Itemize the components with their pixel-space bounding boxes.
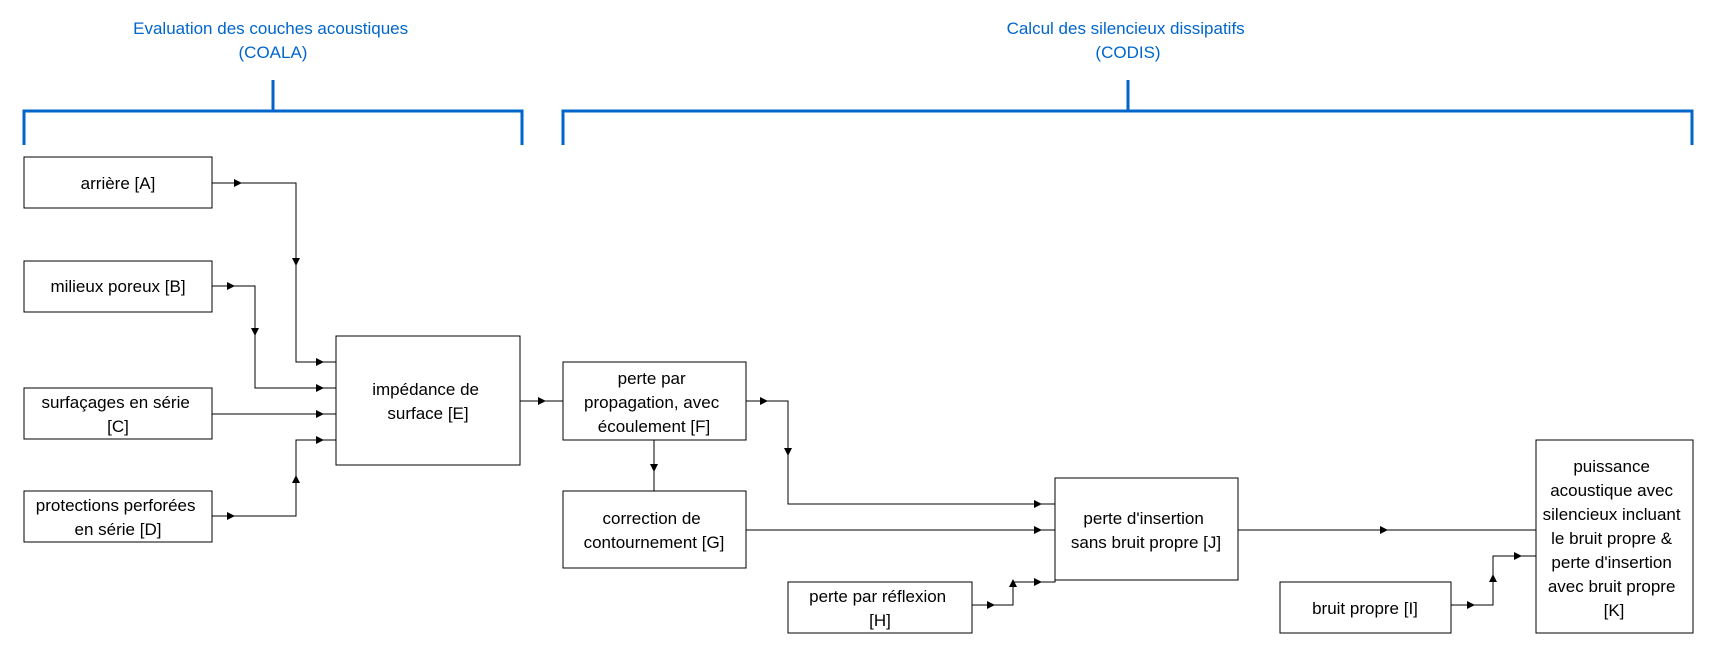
block-a-label: arrière [A] (81, 174, 156, 193)
bracket-coala (22, 80, 524, 145)
block-h-label-line1: perte par réflexion (809, 587, 946, 606)
arrowhead-right (1034, 526, 1042, 534)
connector-b-e (212, 285, 336, 389)
block-a: arrière [A] (23, 156, 213, 209)
block-b-label: milieux poreux [B] (50, 277, 185, 296)
header-coala-line1: Evaluation des couches acoustiques (133, 19, 408, 38)
block-f-label-line1: perte par (618, 369, 686, 388)
block-j: perte d'insertion sans bruit propre [J] (1054, 477, 1239, 581)
header-codis-line1: Calcul des silencieux dissipatifs (1007, 19, 1245, 38)
svg-text:arrière [A]: arrière [A] (81, 174, 156, 193)
arrowhead-right (1467, 601, 1475, 609)
arrowhead-right (316, 436, 324, 444)
arrowhead-right (760, 397, 768, 405)
block-h-label-line2: [H] (869, 611, 891, 630)
arrowhead-right (538, 397, 546, 405)
block-k-label-line4: le bruit propre & (1551, 529, 1673, 548)
arrowhead-up (1009, 579, 1017, 587)
arrowhead-right (227, 282, 235, 290)
arrowhead-right (1514, 552, 1522, 560)
block-i: bruit propre [I] (1279, 581, 1452, 634)
block-g: correction de contournement [G] (562, 490, 747, 569)
connector-a-e (212, 182, 336, 363)
block-k: puissance acoustique avec silencieux inc… (1535, 439, 1694, 634)
arrowhead-right (987, 601, 995, 609)
block-i-label: bruit propre [I] (1312, 599, 1418, 618)
block-d-label-line2: en série [D] (75, 520, 162, 539)
block-k-label-line5: perte d'insertion (1551, 553, 1671, 572)
arrowhead-down (251, 328, 259, 336)
header-codis-line2: (CODIS) (1095, 43, 1160, 62)
arrowhead-up (1489, 574, 1497, 582)
svg-text:perte d'insertion sans b: perte d'insertion sans bruit propre [J] (1071, 509, 1221, 552)
header-coala-line2: (COALA) (239, 43, 308, 62)
block-g-label-line1: correction de (602, 509, 700, 528)
arrowhead-right (316, 384, 324, 392)
block-f-label-line2: propagation, avec (584, 393, 720, 412)
arrowhead-right (316, 410, 324, 418)
arrowhead-right (1034, 500, 1042, 508)
block-d-label-line1: protections perforées (36, 496, 196, 515)
svg-text:milieux poreux [B]: milieux poreux [B] (50, 277, 185, 296)
svg-text:bruit propre [I]: bruit propre [I] (1312, 599, 1418, 618)
header-codis: Calcul des silencieux dissipatifs (CODIS… (1007, 19, 1250, 62)
block-f-label-line3: écoulement [F] (598, 417, 710, 436)
block-k-label-line3: silencieux incluant (1543, 505, 1681, 524)
arrowhead-up (292, 475, 300, 483)
block-e-label-line1: impédance de (372, 380, 479, 399)
arrowhead-right (316, 358, 324, 366)
arrowhead-down (650, 464, 658, 472)
svg-text:protections perforées en: protections perforées en série [D] (36, 496, 200, 539)
block-e: impédance de surface [E] (335, 335, 521, 466)
block-g-label-line2: contournement [G] (584, 533, 725, 552)
block-c: surfaçages en série [C] (23, 387, 213, 440)
bracket-codis (561, 80, 1694, 145)
block-k-label-line6: avec bruit propre (1548, 577, 1676, 596)
arrowhead-right (1380, 526, 1388, 534)
svg-text:perte par réflexion [H]: perte par réflexion [H] (809, 587, 951, 630)
arrowheads (227, 179, 1522, 609)
connector-f-j (746, 400, 1055, 505)
block-c-label-line2: [C] (107, 417, 129, 436)
connector-d-e (212, 439, 336, 517)
block-e-label-line2: surface [E] (387, 404, 468, 423)
arrowhead-down (292, 258, 300, 266)
block-b: milieux poreux [B] (23, 260, 213, 313)
block-k-label-line2: acoustique avec (1550, 481, 1673, 500)
block-c-label-line1: surfaçages en série (41, 393, 189, 412)
arrowhead-right (234, 179, 242, 187)
arrowhead-right (227, 512, 235, 520)
svg-text:correction de contournem: correction de contournement [G] (584, 509, 725, 552)
block-h: perte par réflexion [H] (787, 581, 973, 634)
svg-text:perte par propagation, a: perte par propagation, avec écoulement [… (584, 369, 724, 436)
block-j-label-line2: sans bruit propre [J] (1071, 533, 1221, 552)
block-f: perte par propagation, avec écoulement [… (562, 361, 747, 441)
block-k-label-line7: [K] (1604, 601, 1625, 620)
block-j-label-line1: perte d'insertion (1083, 509, 1203, 528)
header-coala: Evaluation des couches acoustiques (COAL… (133, 19, 413, 62)
svg-text:puissance acoustique ave: puissance acoustique avec silencieux inc… (1543, 457, 1686, 620)
svg-text:impédance de surface [E]: impédance de surface [E] (372, 380, 484, 423)
arrowhead-right (1034, 578, 1042, 586)
block-d: protections perforées en série [D] (23, 490, 213, 543)
arrowhead-down (784, 448, 792, 456)
block-k-label-line1: puissance (1573, 457, 1650, 476)
svg-text:surfaçages en série [C]: surfaçages en série [C] (41, 393, 194, 436)
